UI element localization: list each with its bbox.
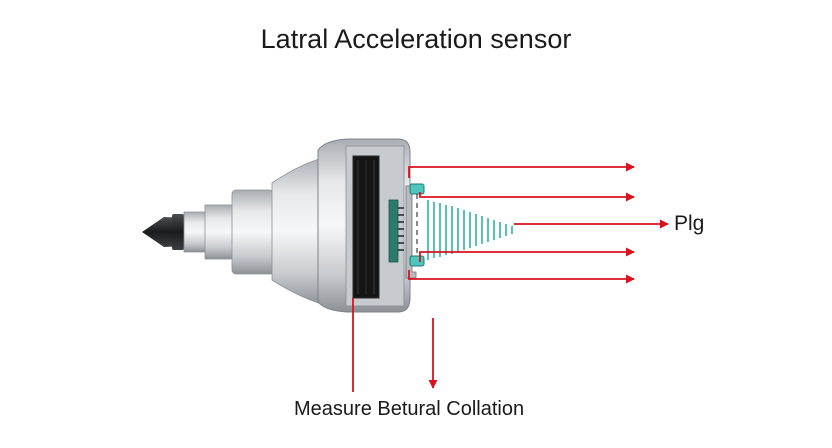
force-arrows xyxy=(352,162,669,392)
arrow-bottom-inner xyxy=(419,247,635,262)
arrow-top-inner xyxy=(419,192,635,202)
circuit-strip xyxy=(388,199,404,263)
sensor-stem xyxy=(183,189,275,275)
diagram-caption: Measure Betural Collation xyxy=(294,398,525,420)
front-bracket xyxy=(405,183,425,279)
probe-tip xyxy=(142,214,186,250)
sensing-element xyxy=(352,155,380,299)
arrow-top-outer xyxy=(408,162,635,178)
output-label: Plg xyxy=(674,212,705,235)
diagram-title: Latral Acceleration sensor xyxy=(260,24,572,54)
signal-cone xyxy=(427,200,513,260)
arrow-bottom-outer xyxy=(408,270,635,284)
